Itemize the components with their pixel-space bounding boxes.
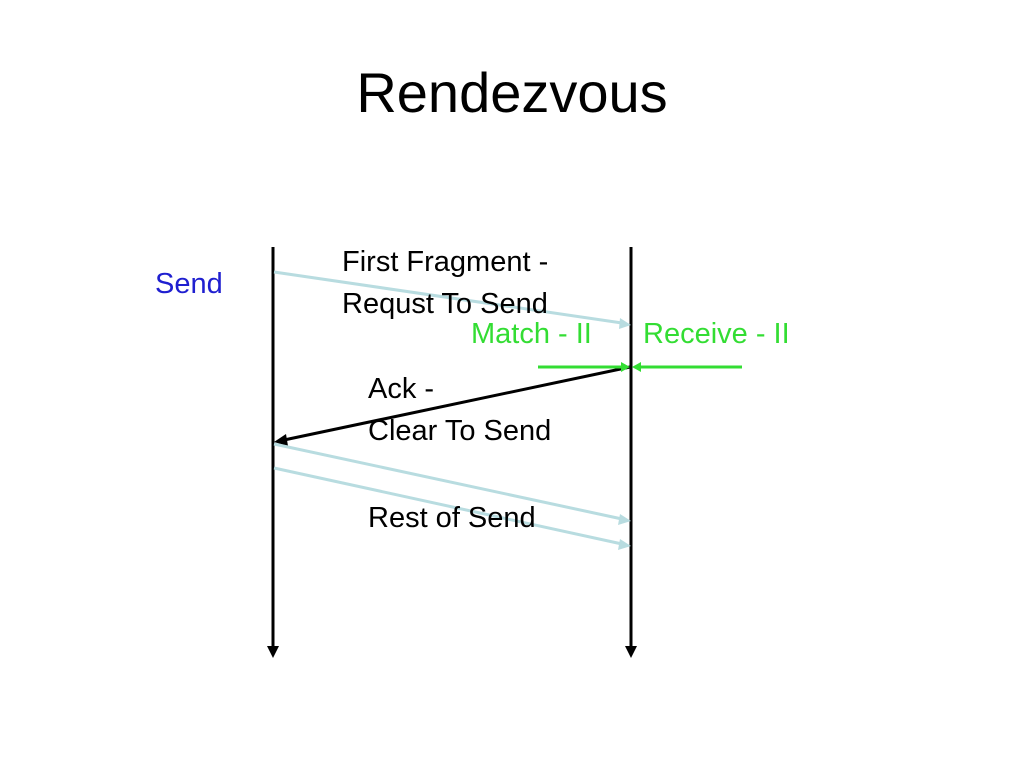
rest-arrow-1 xyxy=(273,442,631,525)
ack-line-1: Ack - xyxy=(368,373,435,405)
match-label: Match - II xyxy=(471,318,592,350)
cts-arrow xyxy=(274,365,631,446)
ack-label: Ack - Clear To Send xyxy=(368,368,551,452)
first-fragment-line-2: Requst To Send xyxy=(342,288,548,320)
receive-arrow xyxy=(632,362,742,372)
rts-arrow xyxy=(273,270,631,329)
receiver-timeline-arrowhead xyxy=(625,646,637,658)
rest-of-send-label: Rest of Send xyxy=(368,502,536,534)
receive-label: Receive - II xyxy=(643,318,790,350)
first-fragment-label: First Fragment - Requst To Send xyxy=(342,241,548,325)
sender-timeline-arrowhead xyxy=(267,646,279,658)
ack-line-2: Clear To Send xyxy=(368,415,552,447)
first-fragment-line-1: First Fragment - xyxy=(342,246,549,278)
slide-title: Rendezvous xyxy=(356,61,668,124)
rest-arrow-2 xyxy=(273,466,631,550)
match-arrow xyxy=(538,362,630,372)
send-label: Send xyxy=(155,268,223,300)
